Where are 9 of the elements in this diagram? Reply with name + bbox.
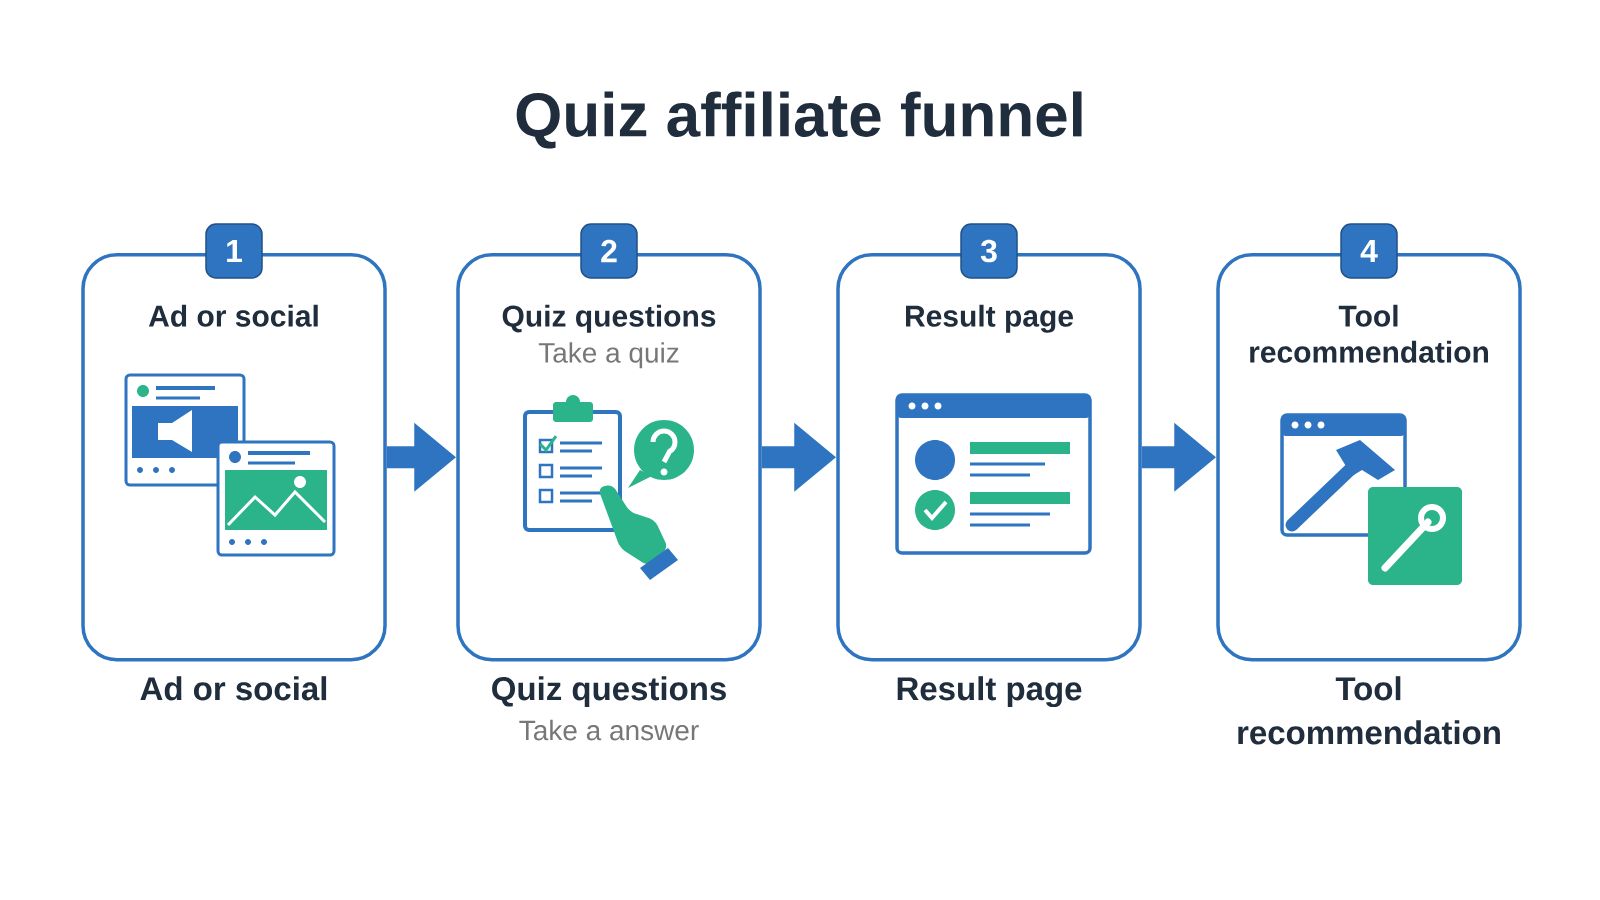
step-badge: 1 [205, 223, 263, 279]
step-caption: Result page [897, 676, 1082, 708]
step-badge: 4 [1340, 223, 1398, 279]
title: Quiz affiliate funnel [516, 91, 1082, 149]
step-badge: 3 [960, 223, 1018, 279]
step-caption: Tool recommendation [1238, 676, 1500, 745]
step-badge: 2 [580, 223, 638, 279]
step-caption: Quiz questions Take a answer [492, 676, 726, 741]
step-caption: Ad or social [140, 676, 327, 701]
